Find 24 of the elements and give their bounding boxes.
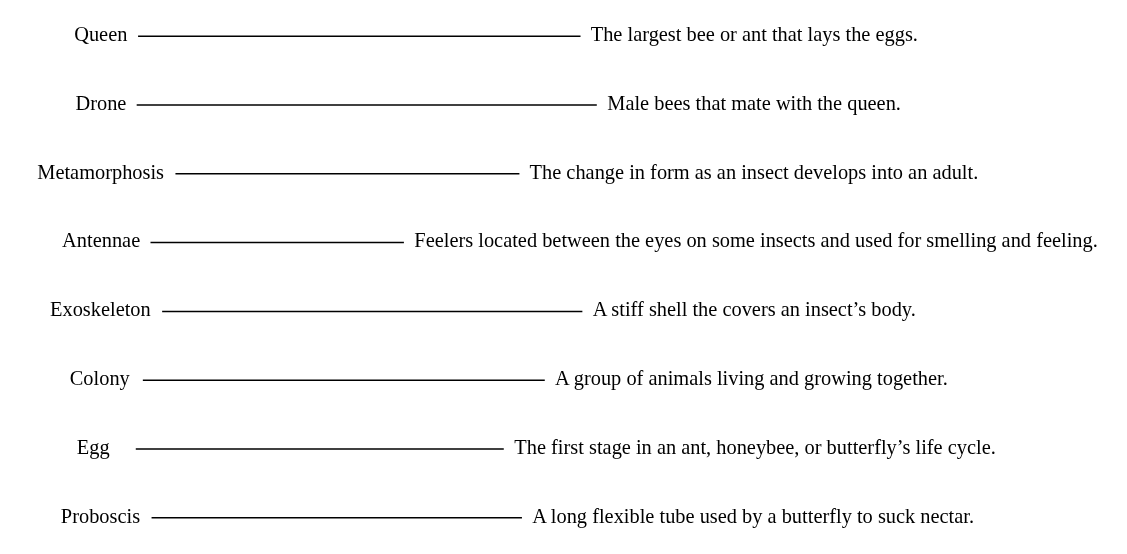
node-text: Queen bbox=[73, 23, 127, 46]
node-text: The change in form as an insect develops into an adult. bbox=[529, 160, 978, 183]
node-text: Colony bbox=[69, 367, 130, 390]
node-text: Metamorphosis bbox=[36, 160, 164, 183]
node-text: Egg bbox=[76, 435, 110, 458]
connector bbox=[135, 104, 598, 106]
node-text: Antennae bbox=[61, 229, 140, 252]
node-text: Proboscis bbox=[60, 504, 140, 527]
connector bbox=[134, 448, 505, 450]
connector bbox=[136, 35, 581, 37]
connector bbox=[149, 241, 405, 244]
node-text: The largest bee or ant that lays the eggs. bbox=[590, 23, 918, 46]
node-text: Male bees that mate with the queen. bbox=[606, 91, 901, 114]
node-text: Drone bbox=[75, 91, 126, 114]
connector bbox=[174, 173, 520, 175]
connector bbox=[150, 517, 523, 519]
node-text: A stiff shell the covers an insect’s body. bbox=[592, 298, 916, 321]
node-text: A group of animals living and growing together. bbox=[554, 367, 948, 390]
node-text: Feelers located between the eyes on some insects and used for smelling and feeling. bbox=[413, 229, 1098, 252]
node-text: The first stage in an ant, honeybee, or butterfly’s life cycle. bbox=[513, 435, 996, 458]
node-text: Exoskeleton bbox=[49, 298, 151, 321]
node-text: A long flexible tube used by a butterfly to suck nectar. bbox=[531, 504, 974, 527]
connector bbox=[141, 379, 546, 381]
connector bbox=[160, 310, 583, 313]
